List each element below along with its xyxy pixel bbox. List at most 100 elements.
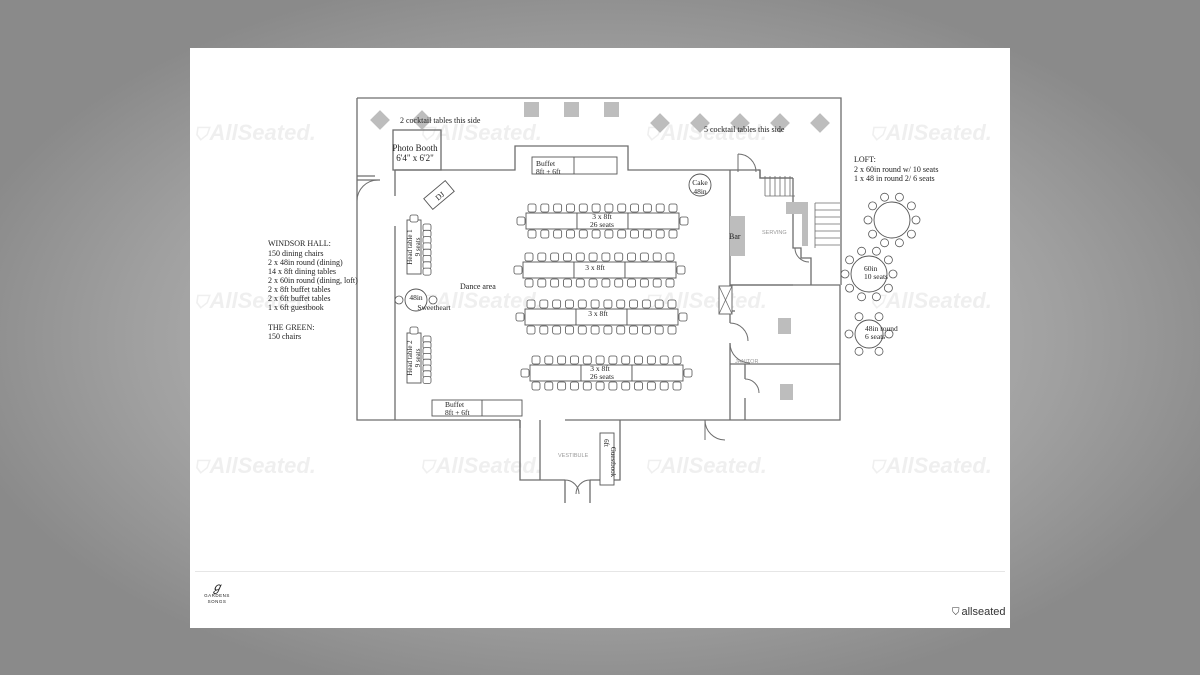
chair [641, 299, 651, 309]
dj-label: DJ [434, 190, 447, 203]
chair [515, 312, 525, 322]
chair [874, 346, 884, 356]
chair [854, 346, 864, 356]
chair [604, 203, 614, 213]
bar-label: Bar [729, 232, 741, 241]
chair [872, 246, 881, 256]
chair [621, 381, 631, 391]
floor-plan-diagram: 2 cocktail tables this side 5 cocktail t… [268, 97, 938, 503]
dining-table [524, 308, 577, 326]
chair [595, 381, 605, 391]
chair [588, 252, 598, 262]
janitor-label: JANITOR [735, 359, 758, 365]
chair [422, 267, 432, 276]
chair [531, 381, 541, 391]
chair [639, 252, 649, 262]
chair [603, 325, 613, 335]
chair [409, 214, 419, 223]
chair [557, 355, 567, 365]
chair [595, 355, 605, 365]
watermark: ⛉AllSeated. [420, 288, 542, 313]
chair [603, 299, 613, 309]
chair [655, 229, 665, 239]
guestbook-size: 6ft [602, 439, 610, 447]
chair [678, 312, 688, 322]
chair [646, 381, 656, 391]
row-3-size: 3 x 8ft [588, 309, 608, 318]
chair [634, 381, 643, 391]
chair [874, 312, 884, 322]
chair [577, 325, 587, 335]
chair [604, 229, 614, 239]
chair [895, 238, 904, 248]
chair [679, 216, 689, 226]
windsor-item: 150 dining chairs [268, 249, 324, 258]
photo-booth-label: Photo Booth [392, 143, 438, 153]
row-4-seats: 26 seats [590, 372, 614, 381]
door-swings [356, 153, 810, 495]
chair [683, 368, 693, 378]
chair [601, 252, 611, 262]
loft-table-3-size: 48in round [865, 324, 898, 333]
chair [575, 252, 585, 262]
chair [676, 265, 686, 275]
serving-label: SERVING [762, 230, 787, 236]
chair [531, 355, 541, 365]
loft-table-48in [854, 319, 884, 349]
chair [629, 325, 638, 335]
chair [872, 292, 881, 302]
watermark: ⛉AllSeated. [194, 453, 316, 478]
buffet-top-label: Buffet [536, 159, 556, 168]
walls [356, 97, 842, 503]
chair [665, 252, 675, 262]
chair [526, 325, 536, 335]
watermark: ⛉AllSeated. [870, 453, 992, 478]
chair [537, 252, 547, 262]
chair [672, 381, 682, 391]
chair [880, 238, 889, 248]
chair [639, 278, 649, 288]
chair [667, 325, 677, 335]
chair [652, 278, 662, 288]
bar-counter [730, 216, 745, 256]
head-table-2-label: Head table 2 [406, 340, 414, 376]
chair [627, 252, 636, 262]
chair [524, 278, 534, 288]
venue-logo-line-2: SONGS [207, 599, 227, 604]
green-item: 150 chairs [268, 332, 301, 341]
buffet-top-size: 8ft + 6ft [536, 167, 562, 176]
chair [582, 355, 592, 365]
chair [590, 325, 600, 335]
chair [563, 252, 572, 262]
head-table-1-label: Head table 1 [406, 229, 414, 265]
chair [553, 229, 563, 239]
windsor-title: WINDSOR HALL: [268, 239, 331, 248]
dining-row-1 [516, 203, 689, 239]
chair [527, 203, 537, 213]
watermark: ⛉AllSeated. [645, 120, 767, 145]
chair [552, 299, 562, 309]
loft-tables [850, 201, 911, 349]
chair [582, 381, 592, 391]
dining-row-2 [513, 252, 686, 288]
head-table-chairs [409, 214, 432, 385]
chair [652, 252, 662, 262]
watermark: ⛉AllSeated. [870, 120, 992, 145]
watermark: ⛉AllSeated. [870, 288, 992, 313]
chair [578, 203, 588, 213]
chair [668, 229, 678, 239]
chair [854, 312, 864, 322]
loft-line-2: 1 x 48 in round 2/ 6 seats [854, 174, 935, 183]
chair [672, 355, 682, 365]
chair [840, 269, 850, 279]
chair [544, 355, 554, 365]
chair [895, 192, 904, 202]
chair [654, 325, 664, 335]
dining-table [529, 364, 582, 382]
chair [857, 246, 866, 256]
dining-row-3 [515, 299, 688, 335]
chair [627, 278, 636, 288]
chair [422, 376, 432, 385]
chair [591, 203, 601, 213]
chair [641, 325, 651, 335]
